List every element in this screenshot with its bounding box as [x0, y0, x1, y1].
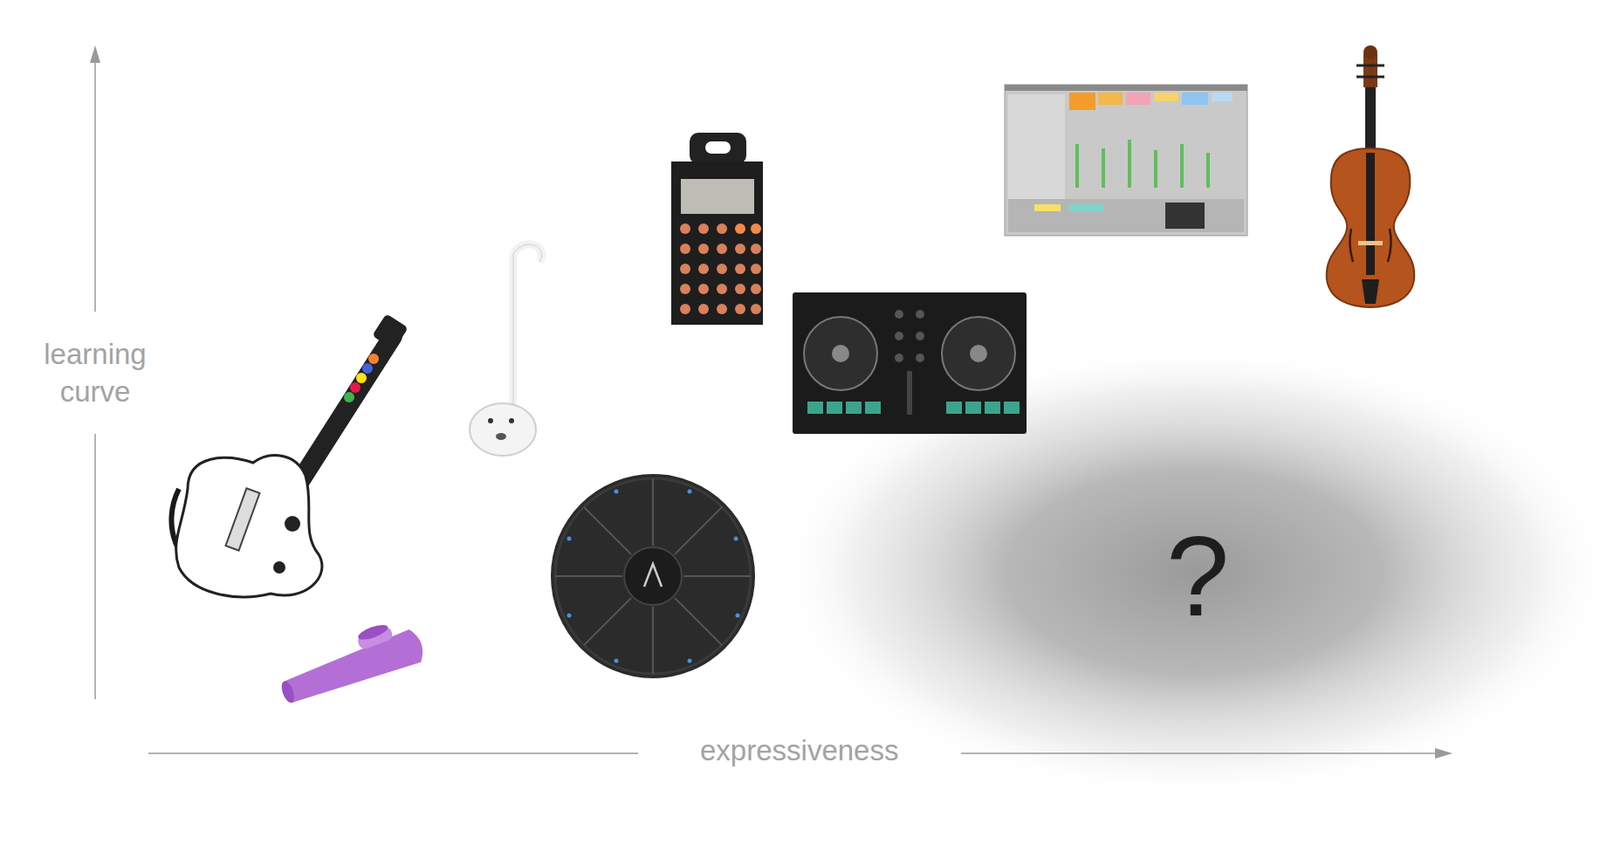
otamatone	[469, 244, 543, 456]
axes	[95, 48, 1449, 754]
axis-arrowhead	[1435, 748, 1453, 759]
round-controller	[550, 473, 756, 679]
guitar-controller	[171, 313, 408, 597]
unknown-marker: ?	[1166, 519, 1230, 633]
pocket-operator	[671, 132, 763, 325]
kazoo	[272, 612, 428, 710]
violin	[1326, 45, 1415, 308]
daw-screenshot	[1004, 84, 1248, 236]
dj-controller	[792, 292, 1027, 434]
axis-label: expressiveness	[700, 732, 899, 770]
axis-arrowhead	[89, 45, 101, 63]
axis-label: learning curve	[25, 336, 165, 412]
